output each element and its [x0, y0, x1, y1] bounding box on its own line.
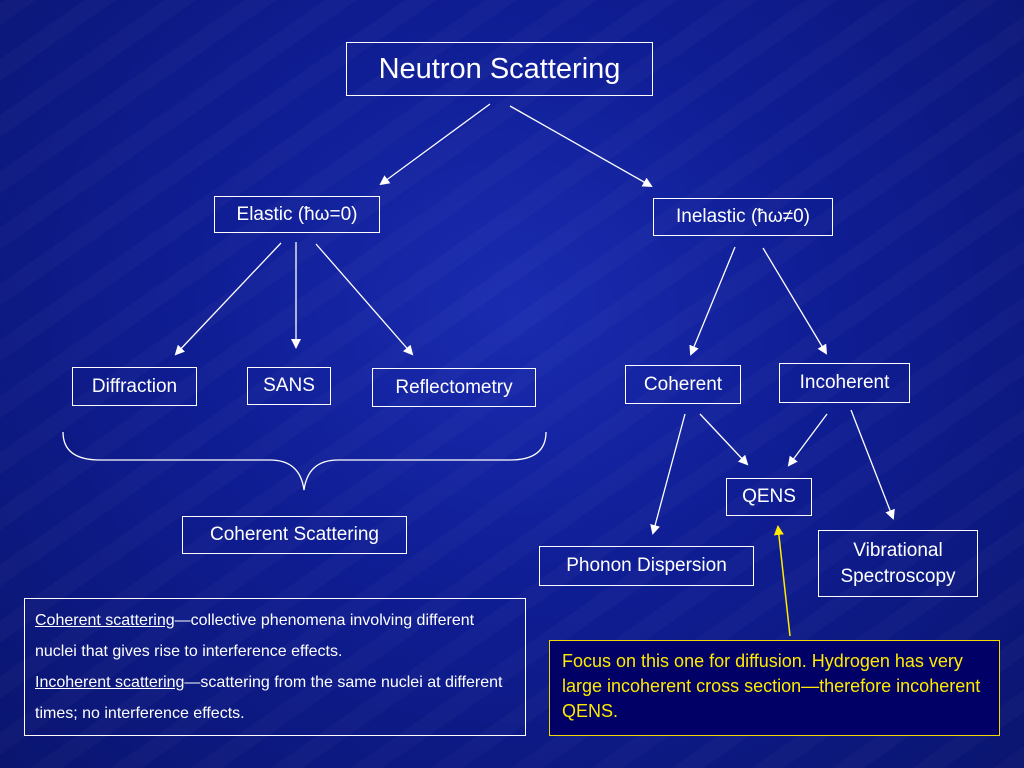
arrow-incoherent-qens — [787, 413, 828, 467]
arrow-elastic-reflectometry — [315, 243, 414, 356]
node-coherent: Coherent — [625, 365, 741, 404]
node-diffraction: Diffraction — [72, 367, 197, 406]
node-incoherent: Incoherent — [779, 363, 910, 403]
node-inelastic: Inelastic (ħω≠0) — [653, 198, 833, 236]
brace — [62, 431, 547, 491]
node-qens: QENS — [726, 478, 812, 516]
node-sans: SANS — [247, 367, 331, 405]
incoherent-scattering-term: Incoherent scattering — [35, 674, 185, 691]
arrow-coherent-phonon — [650, 413, 686, 535]
arrow-coherent-qens — [699, 413, 749, 466]
arrow-inelastic-coherent — [689, 246, 736, 356]
definitions-box: Coherent scattering—collective phenomena… — [24, 598, 526, 736]
arrow-root-inelastic — [509, 105, 653, 187]
arrow-inelastic-incoherent — [762, 247, 828, 355]
arrow-elastic-diffraction — [174, 242, 282, 356]
qens-callout: Focus on this one for diffusion. Hydroge… — [549, 640, 1000, 736]
node-coherent-scattering: Coherent Scattering — [182, 516, 407, 554]
node-vibrational-spectroscopy: Vibrational Spectroscopy — [818, 530, 978, 597]
arrow-root-elastic — [379, 103, 491, 186]
arrow-incoherent-vibrational — [850, 409, 895, 520]
node-reflectometry: Reflectometry — [372, 368, 536, 407]
coherent-scattering-definition: —collective phenomena involving differen… — [35, 612, 475, 660]
incoherent-scattering-definition: —scattering from the same nuclei at diff… — [35, 674, 503, 722]
vibrational-line-2: Spectroscopy — [840, 565, 956, 587]
arrow-callout-qens — [773, 525, 791, 637]
node-phonon-dispersion: Phonon Dispersion — [539, 546, 754, 586]
coherent-scattering-term: Coherent scattering — [35, 612, 175, 629]
node-elastic: Elastic (ħω=0) — [214, 196, 380, 233]
vibrational-line-1: Vibrational — [853, 539, 943, 561]
node-neutron-scattering: Neutron Scattering — [346, 42, 653, 96]
